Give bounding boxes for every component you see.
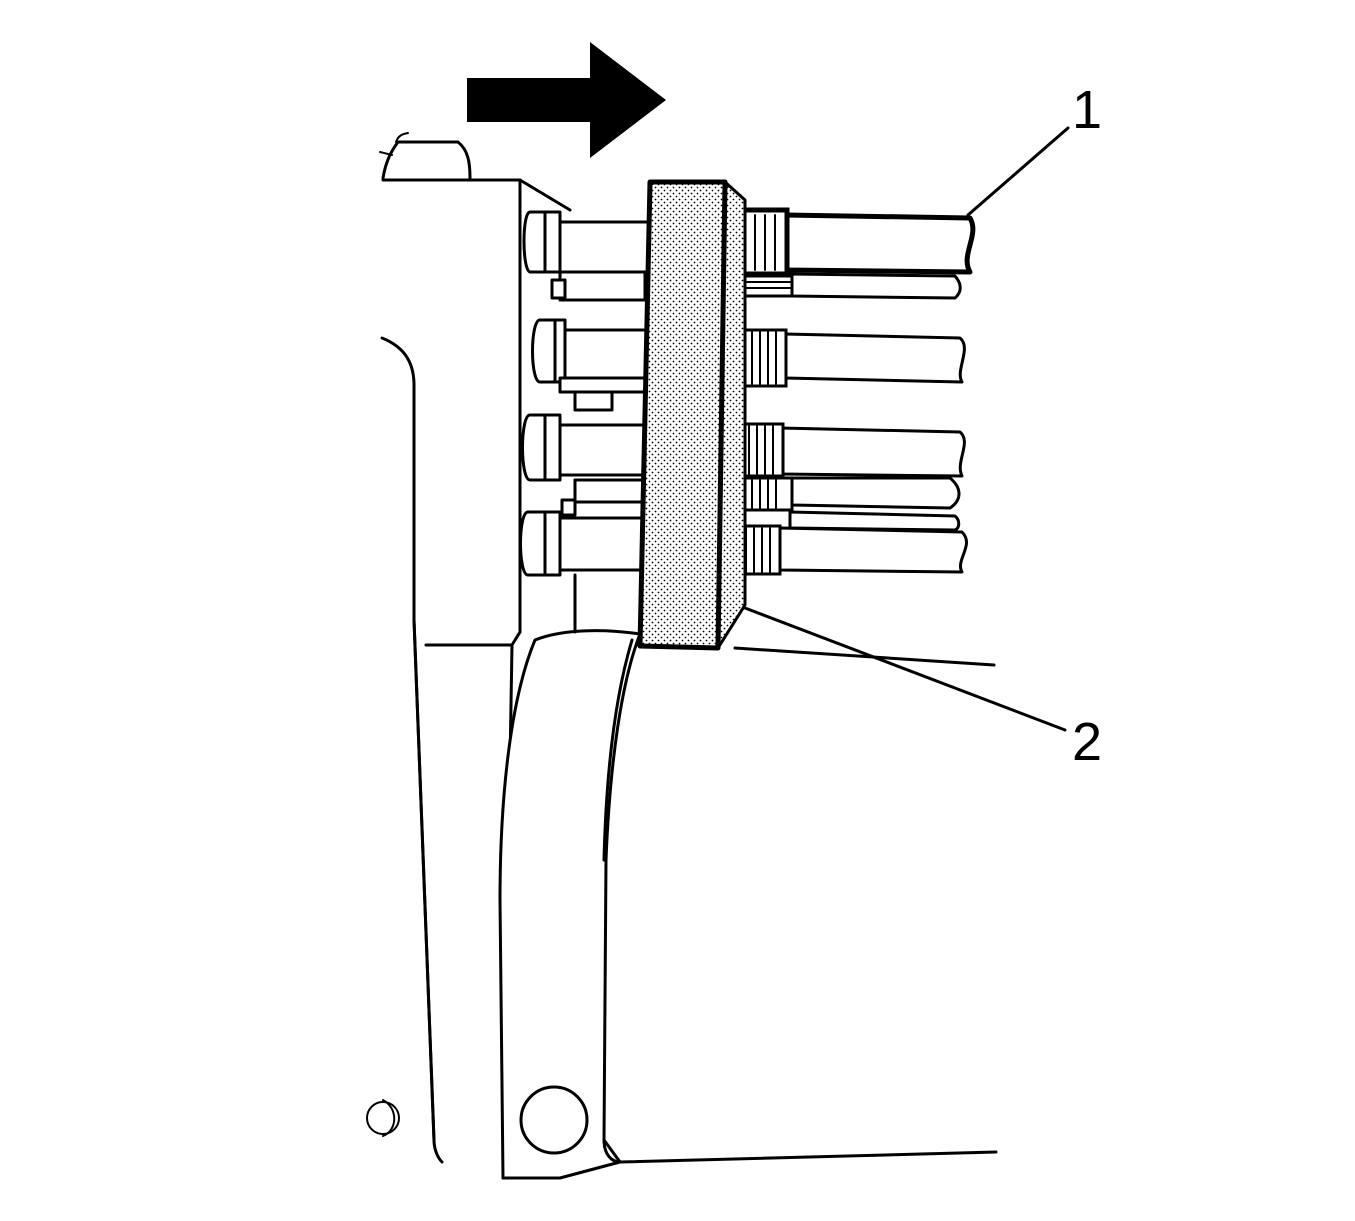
leader-lines: [743, 126, 1070, 732]
right-arrow-icon: [467, 42, 666, 158]
callout-1-label: 1: [1072, 80, 1102, 140]
tube-fittings-left: [519, 210, 652, 577]
callout-2-label: 2: [1072, 712, 1102, 772]
fuel-lines-right: [778, 212, 976, 574]
engine-housing: [366, 132, 998, 1180]
release-tool: [637, 179, 747, 651]
